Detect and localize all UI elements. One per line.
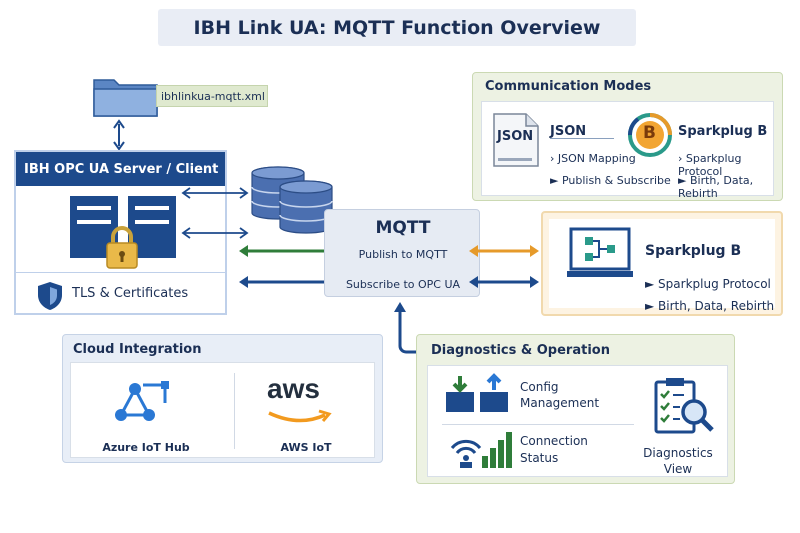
connection-label-1: Connection bbox=[520, 434, 588, 448]
monitor-network-icon bbox=[567, 227, 633, 277]
server-separator bbox=[16, 272, 225, 273]
sparkplug-logo-icon bbox=[628, 113, 672, 157]
azure-label: Azure IoT Hub bbox=[102, 441, 190, 454]
server-db-arrows bbox=[181, 187, 249, 239]
azure-iot-icon bbox=[115, 381, 169, 421]
communication-modes-panel: Communication Modes JSON JSON › JSON Map… bbox=[472, 72, 783, 201]
database-icon bbox=[251, 166, 333, 234]
diagnostics-view-label-2: View bbox=[663, 462, 693, 476]
shield-icon bbox=[38, 282, 62, 310]
mqtt-sparkplug-arrow bbox=[469, 245, 539, 257]
page-title: IBH Link UA: MQTT Function Overview bbox=[193, 16, 601, 39]
sparkplug-mode-item-1: › Sparkplug Protocol bbox=[678, 152, 742, 178]
mqtt-title: MQTT bbox=[375, 218, 431, 238]
cloud-integration-panel: Cloud Integration Azure IoT Hub aws AWS … bbox=[62, 334, 383, 463]
aws-label: AWS IoT bbox=[280, 441, 332, 454]
server-title: IBH OPC UA Server / Client bbox=[16, 152, 225, 186]
lock-icon bbox=[106, 226, 138, 269]
mqtt-box: MQTT Publish to MQTT Subscribe to OPC UA bbox=[324, 209, 480, 297]
sparkplug-mode-item-2: ► Birth, Data, Rebirth bbox=[678, 174, 754, 200]
sparkplug-item-1: ► Sparkplug Protocol bbox=[645, 277, 771, 291]
diagnostics-title: Diagnostics & Operation bbox=[431, 343, 610, 358]
config-label-1: Config bbox=[520, 380, 559, 394]
opcua-server-box: IBH OPC UA Server / Client TLS & Certifi… bbox=[14, 150, 227, 315]
sparkplug-panel-content: Sparkplug B ► Sparkplug Protocol ► Birth… bbox=[549, 219, 775, 313]
title-banner: IBH Link UA: MQTT Function Overview bbox=[158, 9, 636, 46]
json-item-1: › JSON Mapping bbox=[550, 152, 636, 165]
connection-label-2: Status bbox=[520, 451, 559, 465]
subscribe-label: Subscribe to OPC UA bbox=[345, 278, 461, 291]
diagnostics-content: Config Management Connection Status Diag… bbox=[427, 365, 728, 477]
sparkplug-logo-text: B bbox=[643, 123, 656, 143]
diagnostics-view-label-1: Diagnostics bbox=[643, 446, 713, 460]
sparkplug-item-2: ► Birth, Data, Rebirth bbox=[645, 299, 775, 313]
download-upload-icon bbox=[446, 373, 508, 412]
publish-label: Publish to MQTT bbox=[358, 248, 448, 261]
aws-logo-text: aws bbox=[267, 373, 320, 404]
sparkplug-title: Sparkplug B bbox=[645, 243, 742, 259]
diagnostics-panel: Diagnostics & Operation Config Managemen… bbox=[416, 334, 735, 484]
mqtt-sparkplug-blue-arrow bbox=[469, 276, 539, 288]
json-title: JSON bbox=[550, 124, 587, 139]
config-file-label: ibhlinkua-mqtt.xml bbox=[156, 85, 268, 107]
folder-icon bbox=[93, 79, 158, 117]
cloud-separator bbox=[234, 373, 235, 449]
sparkplug-panel: Sparkplug B ► Sparkplug Protocol ► Birth… bbox=[541, 211, 783, 316]
json-icon-text: JSON bbox=[497, 129, 534, 144]
config-label-2: Management bbox=[520, 396, 600, 410]
file-server-arrow bbox=[113, 119, 125, 151]
json-underline bbox=[550, 138, 614, 139]
cloud-integration-title: Cloud Integration bbox=[73, 342, 202, 357]
json-item-2: ► Publish & Subscribe bbox=[550, 174, 671, 187]
communication-modes-title: Communication Modes bbox=[485, 79, 652, 94]
wifi-signal-icon bbox=[450, 432, 512, 468]
diagnostics-separator bbox=[442, 424, 634, 425]
clipboard-search-icon bbox=[654, 378, 714, 434]
diag-mqtt-arrow bbox=[394, 302, 416, 354]
cloud-integration-content: Azure IoT Hub aws AWS IoT bbox=[70, 362, 375, 458]
sparkplug-mode-title: Sparkplug B bbox=[678, 124, 768, 139]
aws-smile-icon bbox=[268, 409, 332, 423]
json-file-icon bbox=[493, 113, 539, 167]
tls-label: TLS & Certificates bbox=[72, 286, 189, 301]
communication-modes-content: JSON JSON › JSON Mapping ► Publish & Sub… bbox=[481, 101, 774, 200]
